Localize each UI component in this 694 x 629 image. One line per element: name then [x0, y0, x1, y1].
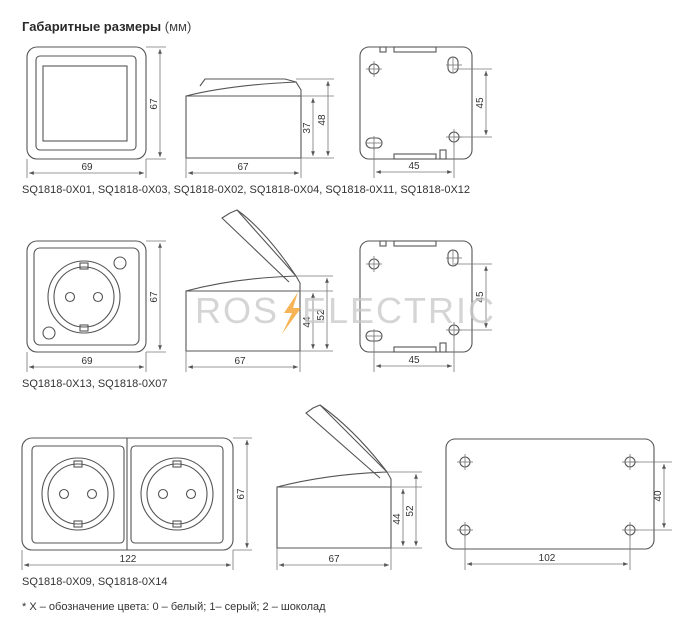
dim-label: 37: [302, 122, 313, 134]
front-view-switch: [26, 46, 147, 160]
frame-inner: [35, 55, 137, 151]
dim-front-height-1: 67: [146, 46, 166, 160]
back-view-1: [359, 46, 473, 160]
caption-row-3: SQ1818-0X09, SQ1818-0X14: [22, 576, 168, 588]
dim-front-height-3: 67: [233, 437, 252, 551]
dim-label: 52: [405, 505, 416, 517]
dim-side-heights-3: 44 52: [387, 471, 422, 549]
dim-side-width-3: 67: [276, 548, 392, 570]
watermark-left: ROS: [195, 290, 279, 331]
dim-label: 122: [120, 554, 137, 565]
dim-label: 40: [653, 490, 664, 502]
frame-outline: [26, 46, 147, 160]
dim-back-3: 40 102: [464, 461, 672, 570]
dim-label: 44: [392, 513, 403, 525]
title-text: Габаритные размеры: [22, 19, 162, 34]
dim-front-width-3: 122: [21, 550, 234, 570]
dim-label: 69: [81, 356, 93, 367]
key-rect: [42, 65, 128, 142]
dim-side-width-2: 67: [185, 351, 301, 372]
dim-label: 67: [237, 162, 249, 173]
title-unit: (мм): [164, 19, 192, 34]
dim-label: 45: [475, 291, 486, 303]
front-view-socket: [26, 240, 147, 353]
dim-side-width-1: 67: [185, 158, 302, 178]
dim-front-height-2: 67: [146, 240, 166, 353]
dim-side-heights-2: 44 52: [296, 275, 333, 352]
dim-label: 102: [539, 553, 556, 564]
dim-label: 52: [316, 309, 327, 321]
dim-label: 67: [149, 291, 160, 303]
dim-label: 45: [408, 355, 420, 366]
dim-label: 48: [317, 114, 328, 126]
back-view-3: [445, 438, 655, 550]
watermark: ROS ELECTRIC: [195, 290, 496, 334]
watermark-right: ELECTRIC: [302, 290, 496, 331]
side-view-socket: [185, 209, 301, 352]
dim-label: 45: [475, 97, 486, 109]
dim-label: 44: [302, 316, 313, 328]
dim-label: 69: [81, 162, 93, 173]
dim-label: 67: [234, 356, 246, 367]
dim-label: 45: [408, 161, 420, 172]
side-view-double-socket: [276, 404, 392, 549]
dim-label: 67: [328, 554, 340, 565]
caption-row-2: SQ1818-0X13, SQ1818-0X07: [22, 378, 168, 390]
dim-back-2: 45 45: [373, 263, 492, 372]
footnote: * X – обозначение цвета: 0 – белый; 1– с…: [22, 601, 326, 613]
front-view-double-socket: [21, 437, 234, 551]
caption-row-1: SQ1818-0X01, SQ1818-0X03, SQ1818-0X02, S…: [22, 184, 471, 196]
dim-front-width-1: 69: [26, 159, 147, 178]
bolt-icon: [282, 292, 301, 334]
page-title: Габаритные размеры (мм): [22, 19, 191, 34]
dim-side-heights-1: 37 48: [296, 78, 334, 159]
dim-front-width-2: 69: [26, 352, 147, 372]
dim-label: 67: [236, 488, 247, 500]
side-view-switch: [185, 78, 302, 159]
dim-label: 67: [149, 98, 160, 110]
dim-back-1: 45 45: [373, 68, 492, 178]
